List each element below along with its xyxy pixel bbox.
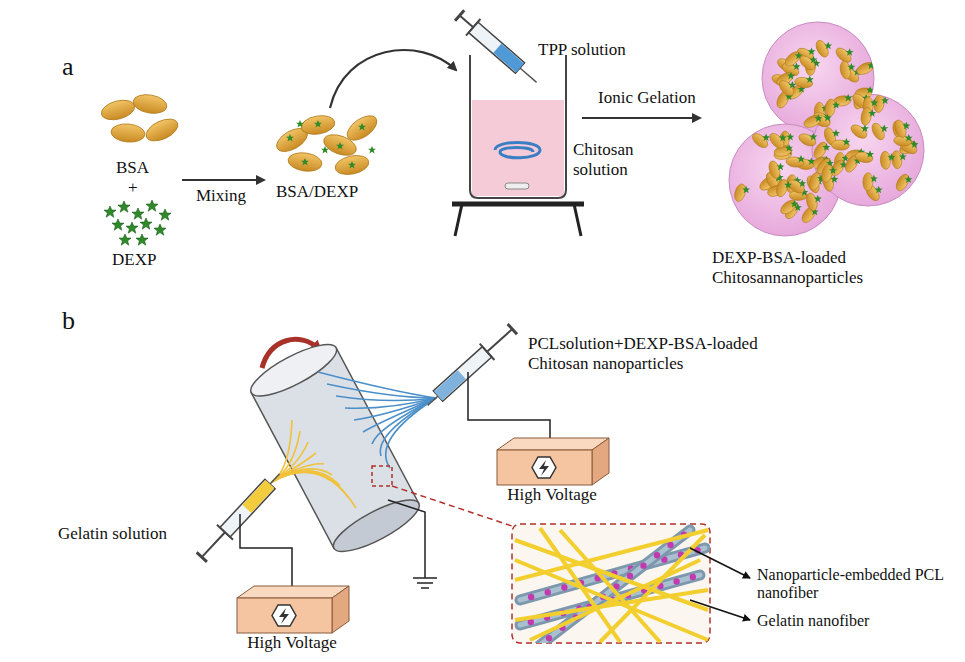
solution-label: TPP solution <box>538 40 626 60</box>
voltage-box: High Voltage <box>232 584 352 653</box>
material-label: DEXP <box>112 250 156 270</box>
panel-letter: b <box>62 306 75 336</box>
voltage-box-shape <box>232 584 352 634</box>
voltage-box-shape <box>492 436 612 486</box>
box-label: High Voltage <box>492 486 612 505</box>
step-label: Ionic Gelation <box>598 88 696 108</box>
step-label: Mixing <box>196 186 246 206</box>
box-label: High Voltage <box>232 634 352 653</box>
solution-label: Chitosan solution <box>573 140 661 179</box>
material-label: BSA <box>116 158 149 178</box>
solution-label: PCLsolution+DEXP-BSA-loaded Chitosan nan… <box>528 334 773 373</box>
panel-letter: a <box>62 52 74 82</box>
solution-label: Gelatin solution <box>58 524 167 544</box>
fiber-label: Nanoparticle-embedded PCL nanofiber <box>757 566 957 603</box>
product-label: DEXP-BSA-loaded Chitosannanoparticles <box>712 248 902 287</box>
plus-sign: + <box>128 178 138 198</box>
material-label: BSA/DEXP <box>276 182 358 202</box>
fiber-label: Gelatin nanofiber <box>757 612 869 630</box>
voltage-box: High Voltage <box>492 436 612 505</box>
